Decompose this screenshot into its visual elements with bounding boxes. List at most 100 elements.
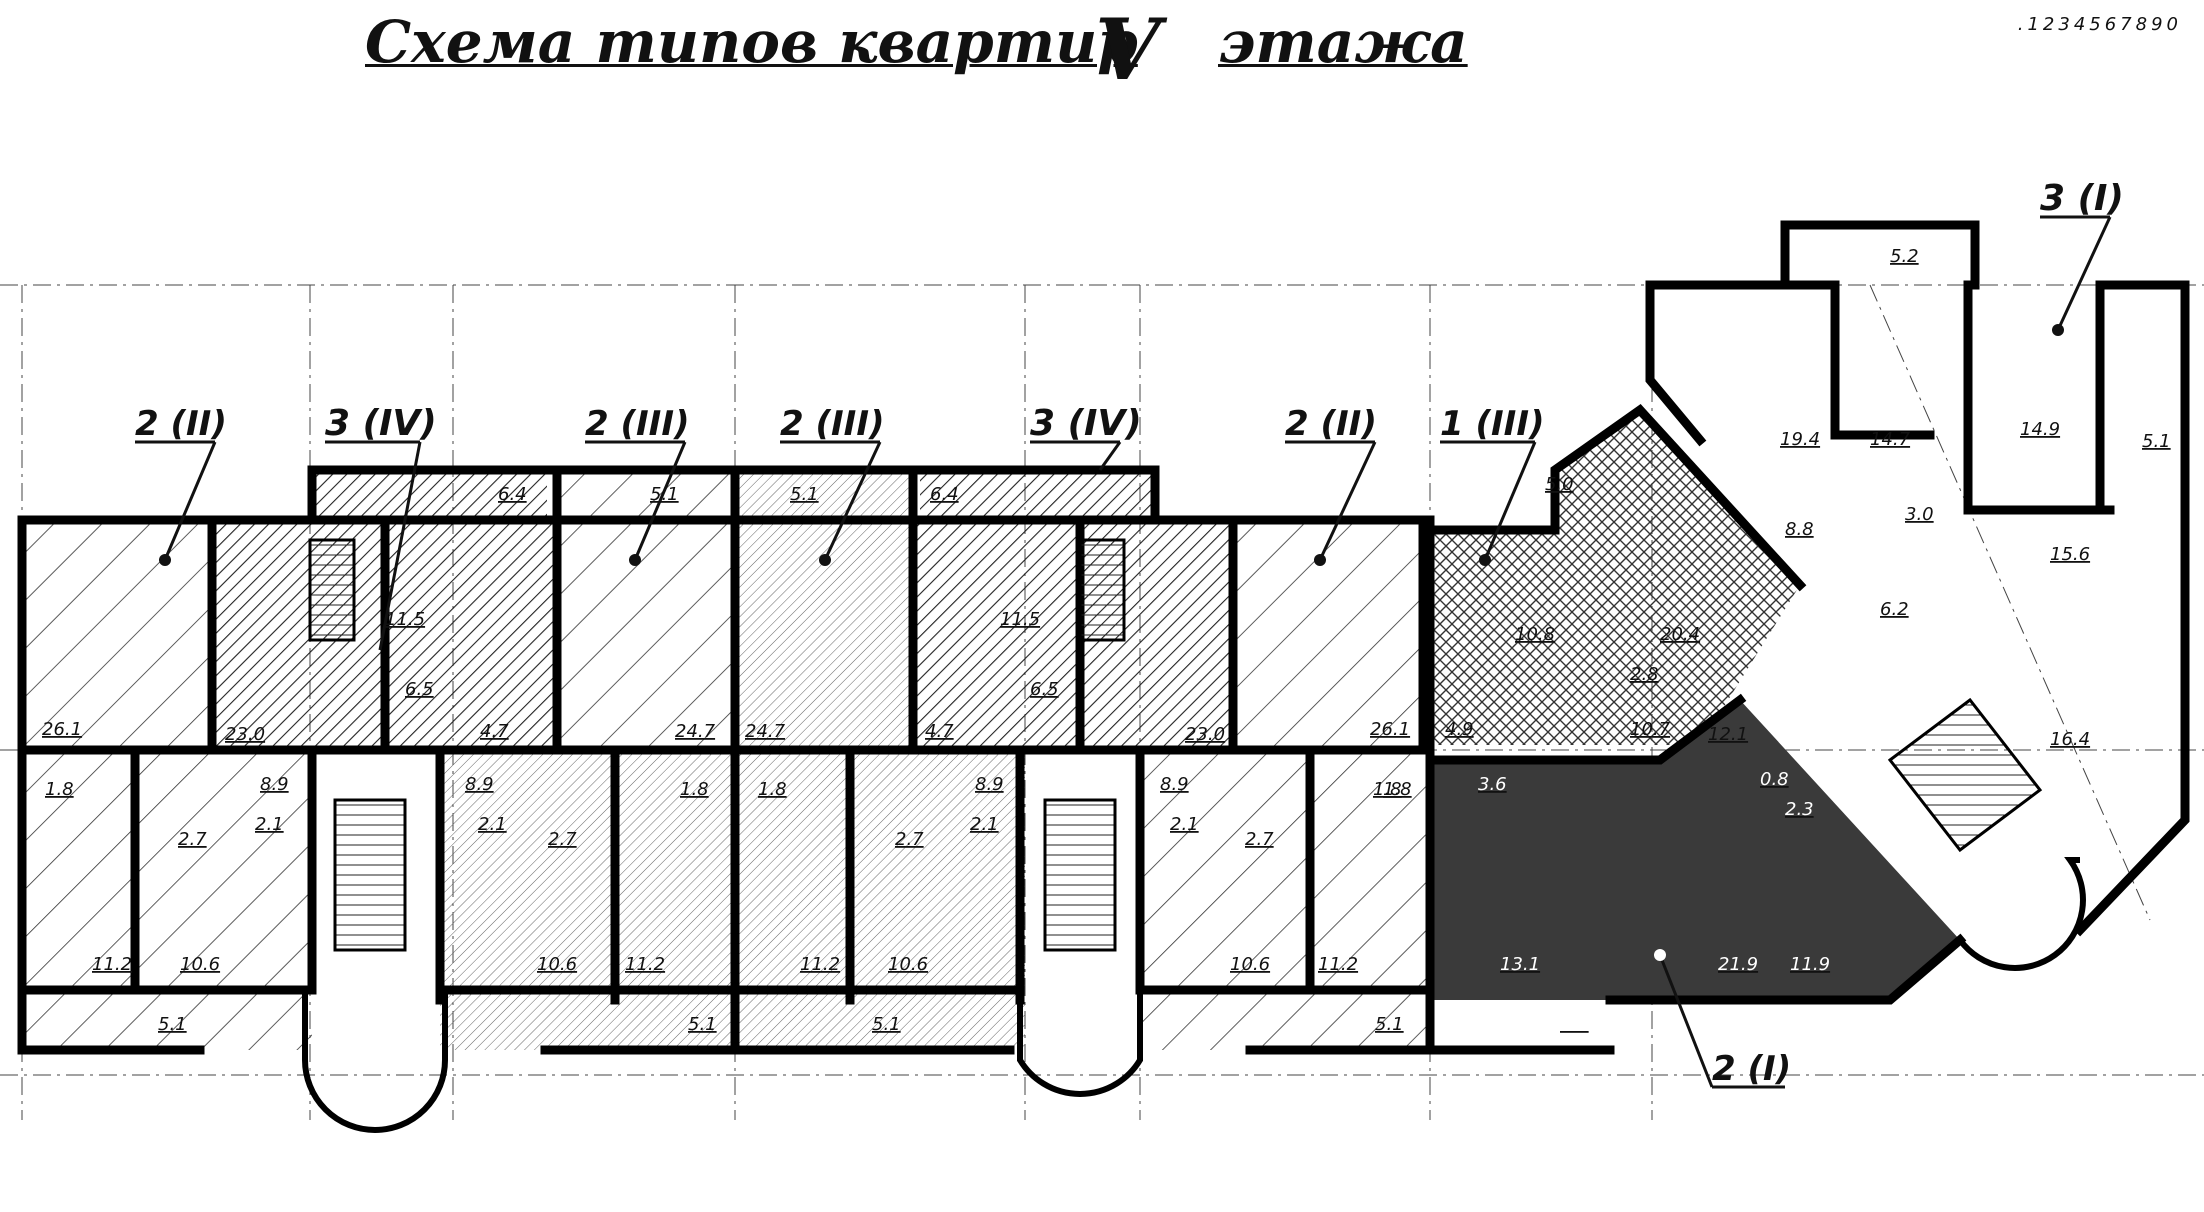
room-area-label: 26.1 [1370, 719, 1410, 740]
room-area-label: 1 (III) [1440, 404, 1545, 444]
room-area-label: 2.7 [1245, 829, 1274, 850]
room-area-label: 2 (II) [1285, 404, 1377, 444]
apt-2-II-left-lower-fill [22, 750, 312, 1050]
room-area-label: 10.6 [537, 954, 577, 975]
room-area-labels: 26.1 23.0 11.5 6.5 4.7 6.4 5.1 24.7 5.1 … [42, 246, 2171, 1035]
room-area-label: 2 (III) [780, 404, 885, 444]
digit-strip: .1234567890 [2017, 14, 2182, 35]
room-area-label: 0.8 [1760, 769, 1789, 790]
stair-towers [302, 538, 2086, 1133]
room-area-label: 1.8 [680, 779, 709, 800]
room-area-label: 1.8 [1383, 779, 1412, 800]
room-area-label: 2.8 [1630, 664, 1659, 685]
room-area-label: 2 (I) [1712, 1049, 1791, 1089]
apartment-labels: 2 (II) 3 (IV) 2 (III) 2 (III) 3 (IV) [135, 178, 2124, 1089]
room-area-label: 5.2 [1890, 246, 1919, 267]
room-area-label: 8.9 [465, 774, 494, 795]
room-area-label: 3 (IV) [325, 403, 437, 444]
room-area-label: 10.8 [1515, 624, 1555, 645]
apt-2-III-right-lower-fill [735, 750, 1025, 1050]
room-area-label: 8.9 [260, 774, 289, 795]
room-area-label: 2 (III) [585, 404, 690, 444]
apt-label-3-I: 3 (I) [2040, 178, 2124, 336]
walls [17, 220, 2190, 1055]
stair-tower-right [1017, 990, 1143, 1097]
room-area-label: 5.1 [872, 1014, 901, 1035]
room-area-label: 24.7 [675, 721, 716, 742]
room-area-label: 2.1 [1170, 814, 1199, 835]
room-area-label: 11.2 [1318, 954, 1358, 975]
apt-2-II-left-fill [22, 520, 212, 750]
apt-2-III-left-fill [557, 470, 735, 750]
room-area-label: 10.6 [888, 954, 928, 975]
room-area-label: 4.9 [1445, 719, 1474, 740]
apt-1-III-fill [1430, 410, 1800, 745]
stairs-top-left [308, 538, 356, 642]
apt-label-2-II-right: 2 (II) [1285, 404, 1377, 566]
title-part-3: этажа [1218, 8, 1468, 76]
room-area-label: 5.1 [158, 1014, 187, 1035]
apt-label-3-IV-right: 3 (IV) [1030, 403, 1142, 471]
room-area-label: 23.0 [1185, 724, 1225, 745]
apt-label-2-II-left: 2 (II) [135, 404, 227, 566]
room-area-label: 3.6 [1478, 774, 1507, 795]
room-area-label: 6.4 [930, 484, 959, 505]
room-area-label: 11.5 [1000, 609, 1040, 630]
room-area-label: 8.9 [975, 774, 1004, 795]
room-area-label: 11.2 [800, 954, 840, 975]
room-area-label: 10.6 [1230, 954, 1270, 975]
apt-label-2-I: 2 (I) [1654, 949, 1791, 1089]
room-area-label: 8.9 [1160, 774, 1189, 795]
room-area-label: 13.1 [1500, 954, 1540, 975]
room-area-label: 8.8 [1785, 519, 1814, 540]
room-area-label: 10.7 [1630, 719, 1671, 740]
stairs-east [1887, 697, 2043, 853]
stairs-left [333, 798, 407, 952]
apartment-fills [22, 410, 1960, 1050]
room-area-label: 2.1 [255, 814, 284, 835]
room-area-label: 1.8 [1373, 779, 1402, 800]
apt-2-I-fill [1430, 700, 1960, 1000]
room-area-label: 2.1 [970, 814, 999, 835]
apt-label-2-III-right: 2 (III) [780, 404, 885, 566]
room-area-label: 10.6 [180, 954, 220, 975]
room-area-label: 15.6 [2050, 544, 2090, 565]
stairs-right [1043, 798, 1117, 952]
room-area-label: 26.1 [42, 719, 82, 740]
room-area-label: 19.4 [1780, 429, 1820, 450]
room-area-label: 20.4 [1660, 624, 1700, 645]
apt-2-III-left-lower-fill [440, 750, 735, 1050]
room-area-label: 6.5 [405, 679, 434, 700]
room-area-label: 4.7 [925, 721, 954, 742]
room-area-label: 11.2 [625, 954, 665, 975]
apt-3-IV-right-fill [913, 520, 1233, 750]
room-area-label: 14.9 [2020, 419, 2060, 440]
apt-label-2-III-left: 2 (III) [585, 404, 690, 566]
room-area-label: 6.5 [1030, 679, 1059, 700]
room-area-label: 6.4 [498, 484, 527, 505]
room-area-label: 3.0 [1905, 504, 1934, 525]
apt-label-3-IV-left: 3 (IV) [325, 403, 437, 651]
room-area-label: 5.1 [688, 1014, 717, 1035]
stair-tower-left [302, 990, 448, 1133]
apt-3-IV-left-top-fill [312, 470, 547, 520]
stairs-top-right [1078, 538, 1126, 642]
apt-label-1-III: 1 (III) [1440, 404, 1545, 566]
room-area-label: 5.1 [2142, 431, 2171, 452]
title-part-1: Схема типов квартир [365, 8, 1138, 76]
room-area-label: 4.7 [480, 721, 509, 742]
room-area-label: 5.1 [1375, 1014, 1404, 1035]
room-area-label: 11.2 [92, 954, 132, 975]
room-area-label: 11.9 [1790, 954, 1830, 975]
room-area-label: 5.0 [1545, 474, 1574, 495]
room-area-label: 21.9 [1718, 954, 1758, 975]
room-area-label: 5.1 [650, 484, 679, 505]
room-area-label: 1.8 [45, 779, 74, 800]
room-area-label: 2.7 [895, 829, 924, 850]
room-area-label: 2.7 [548, 829, 577, 850]
room-area-label: 2.3 [1785, 799, 1814, 820]
room-area-label: 2 (II) [135, 404, 227, 444]
title-floor-number: V [1095, 0, 1161, 99]
room-area-label: 14.7 [1870, 429, 1911, 450]
